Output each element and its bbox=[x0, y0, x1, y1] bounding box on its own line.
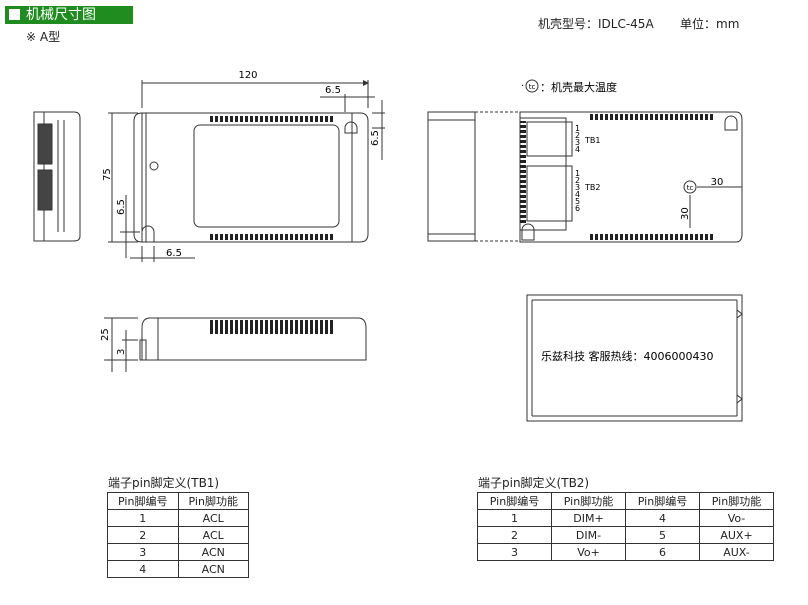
dim-length: 120 bbox=[238, 70, 257, 81]
pin-function: ACL bbox=[177, 509, 249, 527]
dim-height: 75 bbox=[102, 168, 113, 181]
dim-hole-bottom: 6.5 bbox=[116, 199, 127, 215]
pin-number: 1 bbox=[107, 509, 179, 527]
col-header: Pin脚功能 bbox=[699, 492, 774, 510]
dim-depth: 25 bbox=[100, 328, 111, 341]
side-view bbox=[33, 111, 81, 242]
tb2-title: 端子pin脚定义(TB2) bbox=[478, 476, 590, 490]
tb2-label: TB2 bbox=[584, 183, 600, 192]
pin-number: 5 bbox=[625, 526, 700, 544]
tb1-pin-labels: 1 2 3 4 bbox=[575, 124, 580, 154]
pin-function: ACN bbox=[177, 543, 249, 561]
table-header-row: Pin脚编号 Pin脚功能 Pin脚编号 Pin脚功能 bbox=[477, 492, 774, 510]
svg-text:5: 5 bbox=[575, 197, 580, 206]
terminal-view bbox=[427, 111, 743, 243]
hotline-text: 乐兹科技 客服热线：4006000430 bbox=[541, 349, 713, 363]
section-title-text: 机械尺寸图 bbox=[26, 7, 96, 23]
pin-number: 2 bbox=[107, 526, 179, 544]
dim-hole-side: 6.5 bbox=[370, 130, 381, 146]
tc-bullet: · bbox=[521, 81, 524, 92]
pin-function: ACN bbox=[177, 560, 249, 578]
tb2-pin-labels: 1 2 3 4 5 6 bbox=[575, 169, 580, 213]
pin-function: DIM+ bbox=[551, 509, 626, 527]
col-header: Pin脚功能 bbox=[551, 492, 626, 510]
dim-hole-top: 6.5 bbox=[325, 85, 341, 96]
pin-number: 1 bbox=[477, 509, 552, 527]
square-icon bbox=[9, 9, 20, 20]
pin-function: AUX+ bbox=[699, 526, 774, 544]
top-view bbox=[108, 80, 385, 262]
svg-text:2: 2 bbox=[575, 176, 580, 185]
front-view bbox=[104, 317, 367, 372]
pin-number: 3 bbox=[477, 543, 552, 561]
col-header: Pin脚编号 bbox=[625, 492, 700, 510]
mechanical-drawing: 120 6.5 6.5 75 6.5 6.5 25 3 tc 30 bbox=[33, 70, 743, 422]
variant-label: ※ A型 bbox=[26, 30, 61, 44]
dim-tc-y: 30 bbox=[680, 207, 691, 220]
tb1-title: 端子pin脚定义(TB1) bbox=[108, 476, 220, 490]
pin-number: 4 bbox=[625, 509, 700, 527]
svg-text:2: 2 bbox=[575, 131, 580, 140]
dim-pin-height: 3 bbox=[116, 349, 127, 355]
col-header: Pin脚编号 bbox=[107, 492, 179, 510]
svg-text:1: 1 bbox=[575, 169, 580, 178]
svg-text:4: 4 bbox=[575, 145, 580, 154]
unit-label: 单位：mm bbox=[680, 17, 740, 31]
table-header-row: Pin脚编号 Pin脚功能 bbox=[107, 492, 249, 510]
tc-legend-icon bbox=[525, 79, 539, 93]
pin-function: DIM- bbox=[551, 526, 626, 544]
pin-function: Vo+ bbox=[551, 543, 626, 561]
pin-function: Vo- bbox=[699, 509, 774, 527]
pin-function: ACL bbox=[177, 526, 249, 544]
svg-text:3: 3 bbox=[575, 138, 580, 147]
col-header: Pin脚编号 bbox=[477, 492, 552, 510]
tb1-label: TB1 bbox=[584, 136, 600, 145]
svg-text:4: 4 bbox=[575, 190, 580, 199]
dim-hole-left: 6.5 bbox=[166, 248, 182, 259]
pin-number: 3 bbox=[107, 543, 179, 561]
pin-number: 4 bbox=[107, 560, 179, 578]
section-title: 机械尺寸图 bbox=[5, 6, 133, 24]
pin-number: 2 bbox=[477, 526, 552, 544]
tc-point-label: tc bbox=[687, 184, 694, 192]
svg-text:1: 1 bbox=[575, 124, 580, 133]
pin-number: 6 bbox=[625, 543, 700, 561]
tc-point-icon bbox=[683, 180, 697, 194]
model-label: 机壳型号：IDLC-45A bbox=[538, 17, 654, 31]
tc-legend-symbol: tc bbox=[529, 83, 536, 91]
bottom-view bbox=[526, 294, 743, 422]
col-header: Pin脚功能 bbox=[177, 492, 249, 510]
svg-text:6: 6 bbox=[575, 204, 580, 213]
tc-note: ：机壳最大温度 bbox=[540, 80, 617, 94]
dim-tc-x: 30 bbox=[711, 177, 724, 188]
pin-function: AUX- bbox=[699, 543, 774, 561]
svg-text:3: 3 bbox=[575, 183, 580, 192]
